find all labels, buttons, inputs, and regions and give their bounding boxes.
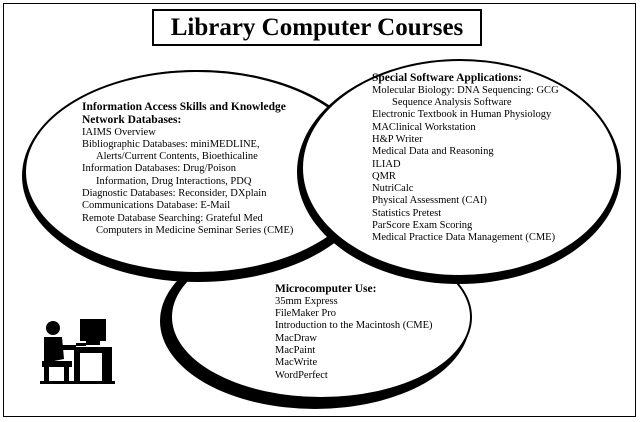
info-access-item: Computers in Medicine Seminar Series (CM… xyxy=(96,224,294,236)
info-access-heading-line1: Information Access Skills and Knowledge xyxy=(82,101,286,113)
special-software-item: Medical Data and Reasoning xyxy=(372,146,494,158)
info-access-heading-line2: Network Databases: xyxy=(82,113,182,126)
microcomputer-item: MacPaint xyxy=(275,344,316,356)
special-software-item: ParScore Exam Scoring xyxy=(372,220,473,232)
special-software-item: Sequence Analysis Software xyxy=(392,97,512,109)
info-access-item: Diagnostic Databases: Reconsider, DXplai… xyxy=(82,188,267,200)
special-software-item: NutriCalc xyxy=(372,183,414,195)
microcomputer-item: MacWrite xyxy=(275,357,318,369)
info-access-item: IAIMS Overview xyxy=(82,126,156,138)
info-access-item: Alerts/Current Contents, Bioethicaline xyxy=(96,151,258,163)
microcomputer-item: FileMaker Pro xyxy=(275,308,336,320)
special-software-item: Physical Assessment (CAI) xyxy=(372,195,487,207)
special-software-ellipse xyxy=(301,59,619,277)
info-access-item: Bibliographic Databases: miniMEDLINE, xyxy=(82,138,260,150)
special-software-item: Medical Practice Data Management (CME) xyxy=(372,232,556,244)
special-software-item: QMR xyxy=(372,170,396,182)
info-access-item: Information Databases: Drug/Poison xyxy=(82,163,236,175)
microcomputer-item: MacDraw xyxy=(275,332,317,344)
info-access-item: Remote Database Searching: Grateful Med xyxy=(82,212,263,224)
special-software-item: Statistics Pretest xyxy=(372,207,442,219)
special-software-item: H&P Writer xyxy=(372,133,423,145)
info-access-item: Communications Database: E-Mail xyxy=(82,200,231,212)
special-software-item: ILIAD xyxy=(372,158,401,170)
page-title: Library Computer Courses xyxy=(152,9,482,46)
special-software-heading: Special Software Applications: xyxy=(372,72,522,84)
microcomputer-heading: Microcomputer Use: xyxy=(275,283,377,295)
special-software-section: Special Software Applications: Molecular… xyxy=(372,72,559,245)
person-at-computer-icon xyxy=(40,319,115,384)
microcomputer-section: Microcomputer Use: 35mm Express FileMake… xyxy=(275,283,432,382)
special-software-item: Electronic Textbook in Human Physiology xyxy=(372,109,552,121)
info-access-item: Information, Drug Interactions, PDQ xyxy=(96,175,252,187)
info-access-section: Information Access Skills and Knowledge … xyxy=(82,101,293,237)
special-software-item: MAClinical Workstation xyxy=(372,121,476,133)
microcomputer-item: 35mm Express xyxy=(275,295,338,307)
special-software-item: Molecular Biology: DNA Sequencing: GCG xyxy=(372,84,559,96)
microcomputer-item: WordPerfect xyxy=(275,369,328,381)
microcomputer-item: Introduction to the Macintosh (CME) xyxy=(275,320,433,332)
